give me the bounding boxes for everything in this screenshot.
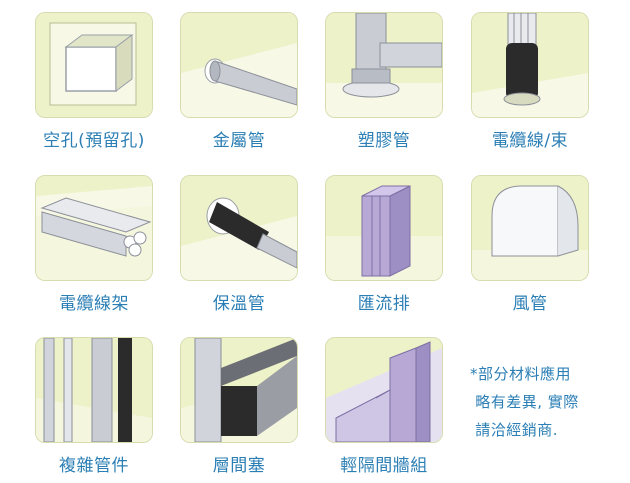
light-partition-wall-icon: [325, 337, 443, 443]
item-floor-gap-seal: 層間塞: [174, 337, 304, 476]
disclaimer-note: *部分材料應用 略有差異, 實際 請洽經銷商.: [470, 360, 579, 444]
cable-tray-icon: [35, 175, 153, 281]
item-label: 電纜線架: [59, 294, 129, 314]
floor-gap-seal-icon: [180, 337, 298, 443]
item-air-duct: 風管: [465, 175, 595, 314]
note-line: *部分材料應用: [470, 365, 572, 383]
empty-hole-icon: [35, 12, 153, 118]
item-label: 複雜管件: [59, 456, 129, 476]
item-label: 塑膠管: [357, 131, 411, 151]
plastic-pipe-icon: [325, 12, 443, 118]
item-metal-pipe: 金屬管: [174, 12, 304, 151]
item-label: 輕隔間牆組: [340, 456, 428, 476]
item-insulated-pipe: 保溫管: [174, 175, 304, 314]
item-label: 空孔(預留孔): [43, 131, 145, 151]
item-label: 層間塞: [212, 456, 266, 476]
metal-pipe-icon: [180, 12, 298, 118]
item-complex-fittings: 複雜管件: [29, 337, 159, 476]
item-plastic-pipe: 塑膠管: [319, 12, 449, 151]
busbar-icon: [325, 175, 443, 281]
item-busbar: 匯流排: [319, 175, 449, 314]
item-label: 風管: [512, 294, 548, 314]
item-cable-tray: 電纜線架: [29, 175, 159, 314]
item-label: 保溫管: [212, 294, 266, 314]
item-cable-bundle: 電纜線/束: [465, 12, 595, 151]
cable-bundle-icon: [471, 12, 589, 118]
insulated-pipe-icon: [180, 175, 298, 281]
complex-fittings-icon: [35, 337, 153, 443]
item-label: 金屬管: [212, 131, 266, 151]
item-light-partition-wall: 輕隔間牆組: [319, 337, 449, 476]
note-line: 略有差異, 實際: [470, 393, 579, 411]
note-line: 請洽經銷商.: [470, 421, 559, 439]
air-duct-icon: [471, 175, 589, 281]
item-label: 匯流排: [357, 294, 411, 314]
item-empty-hole: 空孔(預留孔): [29, 12, 159, 151]
item-label: 電纜線/束: [491, 131, 569, 151]
